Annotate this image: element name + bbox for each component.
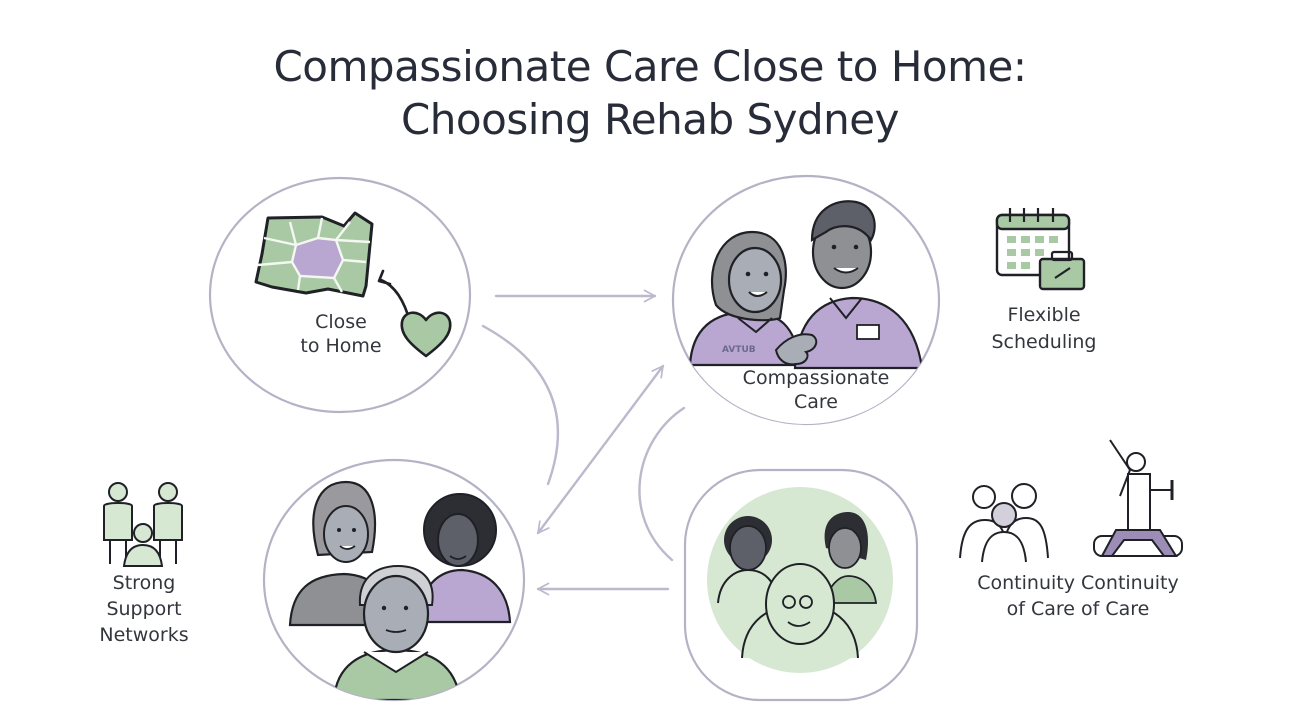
- label-continuity-of-care: Continuity Continuity of Care of Care: [977, 572, 1179, 620]
- exercise-icon: [1093, 439, 1183, 557]
- connectors: [481, 289, 686, 596]
- curve-care-to-patient: [638, 406, 686, 562]
- badge-logo: AVTUB: [722, 345, 756, 355]
- arrow-family-care-bidirectional: [536, 364, 665, 535]
- people-group-icon: [103, 482, 183, 567]
- heart-icon: [400, 311, 452, 358]
- curve-home-to-family: [481, 324, 560, 486]
- title-line-2: Choosing Rehab Sydney: [400, 95, 900, 144]
- nurse-man-illustration: [793, 200, 924, 370]
- page-title: Compassionate Care Close to Home: Choosi…: [0, 40, 1300, 146]
- label-compassionate-care: Compassionate Care: [742, 367, 890, 413]
- label-strong-support-networks: Strong Support Networks: [99, 572, 189, 646]
- label-close-to-home: Close to Home: [300, 311, 382, 357]
- hand-illustration: [774, 333, 818, 366]
- map-icon: [254, 211, 374, 298]
- care-team-icon: [959, 483, 1049, 563]
- node-family: [262, 458, 526, 702]
- label-flexible-scheduling: Flexible Scheduling: [991, 304, 1097, 353]
- node-patient-support: [683, 468, 919, 702]
- node-close-to-home: [208, 176, 472, 414]
- nurse-woman-illustration: [688, 230, 802, 367]
- title-line-1: Compassionate Care Close to Home:: [273, 42, 1027, 91]
- calendar-briefcase-icon: [995, 208, 1086, 291]
